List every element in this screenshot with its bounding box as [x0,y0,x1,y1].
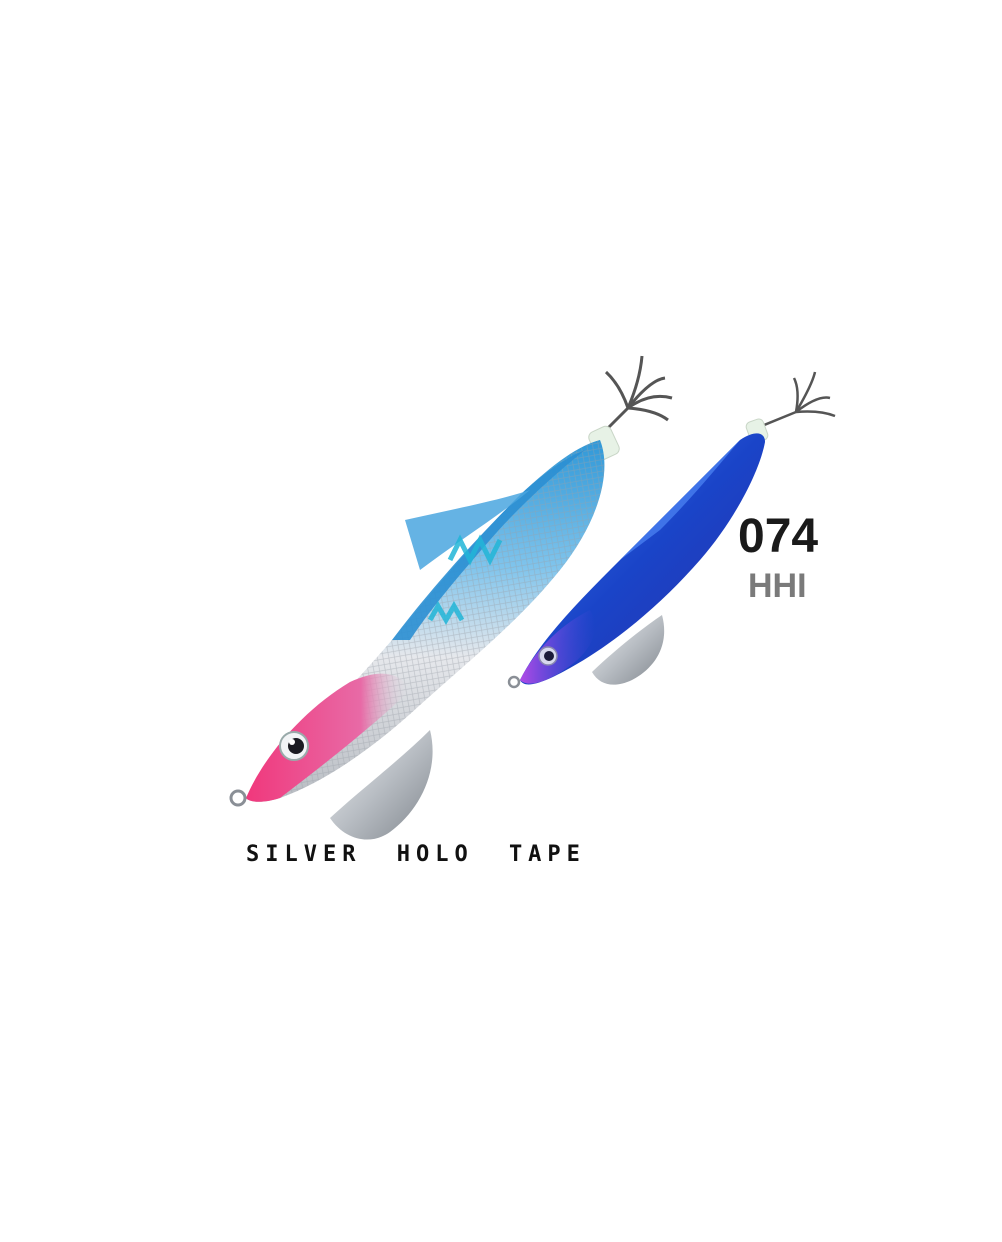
product-caption: SILVER HOLO TAPE [246,842,586,867]
large-lure-keel [330,730,433,840]
large-lure [229,355,673,840]
large-lure-hook [588,355,673,448]
small-lure-keel [592,615,665,685]
small-lure [507,371,836,689]
small-lure-hook [751,371,836,432]
color-number: 074 [738,510,818,563]
color-code: HHI [748,567,807,605]
